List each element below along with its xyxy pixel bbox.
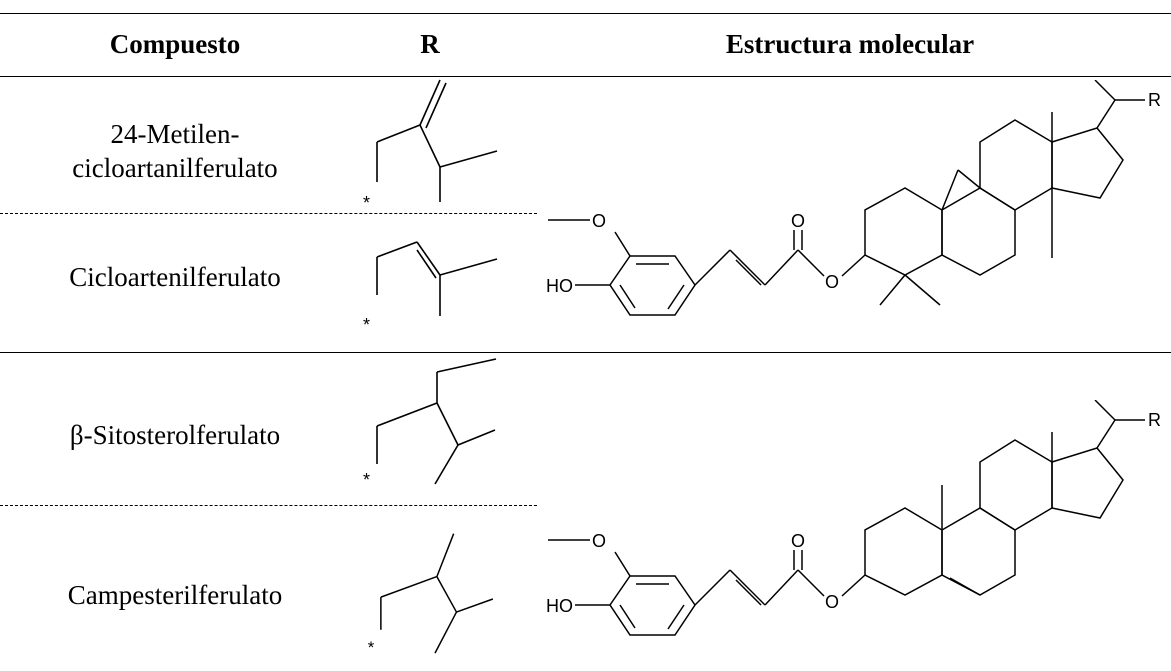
ferulate-moiety bbox=[548, 219, 866, 316]
header-compound: Compuesto bbox=[109, 28, 241, 59]
row-divider-1 bbox=[0, 213, 537, 214]
header-bottom-rule bbox=[0, 76, 1171, 77]
row-divider-2 bbox=[0, 505, 537, 506]
r-label-1: R bbox=[1148, 90, 1161, 110]
attach-mark-3: * bbox=[363, 470, 370, 490]
ester-label-2: O bbox=[825, 592, 839, 612]
molecular-structure-sterol: O HO O O R bbox=[546, 400, 1161, 636]
hydroxyl-label-1: HO bbox=[546, 276, 573, 296]
r-group-2-skeleton bbox=[376, 241, 498, 316]
r-group-3-skeleton bbox=[376, 358, 497, 485]
attach-mark-1: * bbox=[363, 193, 370, 213]
r-label-2: R bbox=[1148, 410, 1161, 430]
steroid-skeleton bbox=[864, 400, 1145, 596]
r-group-4: * bbox=[368, 533, 494, 655]
ferulate-moiety bbox=[548, 539, 866, 636]
r-group-1-skeleton bbox=[376, 79, 498, 202]
steroid-skeleton bbox=[864, 80, 1145, 306]
methoxy-label-1: O bbox=[592, 211, 606, 231]
compound-name-1-line1: 24-Metilen- bbox=[110, 119, 240, 149]
molecular-structure-cycloartane: O HO O O R bbox=[546, 80, 1161, 316]
carbonyl-label-2: O bbox=[791, 531, 805, 551]
carbonyl-label-1: O bbox=[791, 211, 805, 231]
compound-name-3: β-Sitosterolferulato bbox=[69, 420, 281, 450]
r-group-4-skeleton bbox=[380, 533, 494, 654]
r-group-2: * bbox=[363, 241, 498, 335]
methoxy-label-2: O bbox=[592, 531, 606, 551]
header-structure: Estructura molecular bbox=[725, 28, 975, 59]
r-group-1: * bbox=[363, 79, 498, 213]
compound-name-2: Cicloartenilferulato bbox=[69, 262, 281, 292]
group-divider bbox=[0, 352, 1171, 353]
hydroxyl-label-2: HO bbox=[546, 596, 573, 616]
compound-name-1: 24-Metilen- cicloartanilferulato bbox=[0, 117, 350, 185]
ester-label-1: O bbox=[825, 272, 839, 292]
compound-name-1-line2: cicloartanilferulato bbox=[72, 153, 278, 183]
table-top-rule bbox=[0, 13, 1171, 14]
header-r: R bbox=[420, 28, 440, 59]
compound-name-4: Campesterilferulato bbox=[67, 580, 283, 610]
attach-mark-4: * bbox=[368, 638, 375, 655]
r-group-3: * bbox=[363, 358, 497, 490]
attach-mark-2: * bbox=[363, 315, 370, 335]
